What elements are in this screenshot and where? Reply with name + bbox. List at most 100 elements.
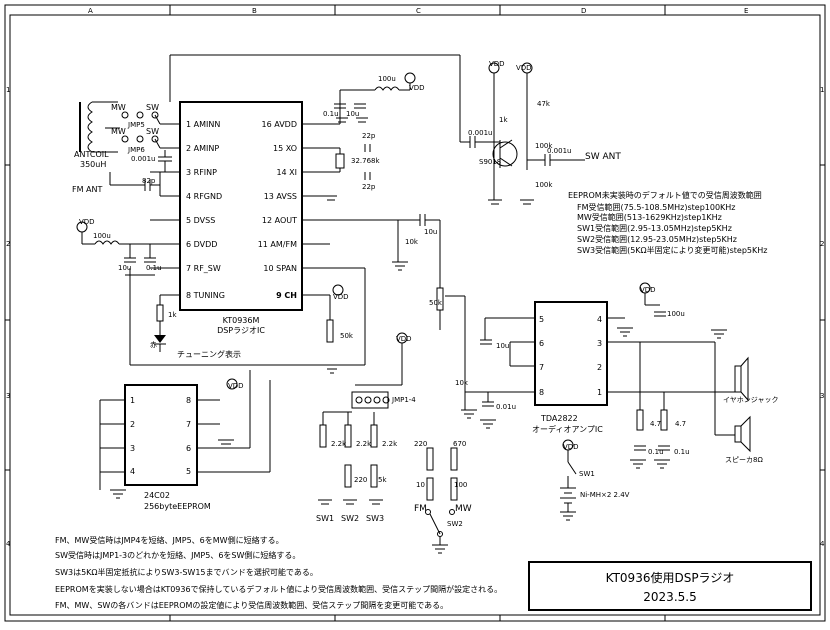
kt-right-wires xyxy=(302,123,420,296)
c-001u-amp: 0.01u xyxy=(496,403,516,411)
amp-pin-6: 6 xyxy=(539,339,544,348)
jmp5-6-contacts xyxy=(121,111,161,149)
jumper-mw-2: MW xyxy=(111,127,126,136)
ic-tda2822 xyxy=(534,301,608,406)
inner-frame xyxy=(9,14,821,616)
freq-note-3: SW1受信範囲(2.95-13.05MHz)step5KHz xyxy=(577,223,732,233)
r-10k-vol: 10k xyxy=(455,379,469,387)
r-100k-a: 100k xyxy=(535,142,553,150)
span-pot xyxy=(326,284,344,343)
earphone-jack-icon xyxy=(734,356,749,402)
frame-column-labels: A B C D E xyxy=(88,7,748,15)
c-01u-o2: 0.1u xyxy=(674,448,690,456)
r-100k-b: 100k xyxy=(535,181,553,189)
ee-pin-2: 2 xyxy=(130,420,135,429)
ic-tda2822-subtitle: オーディオアンプIC xyxy=(532,424,603,434)
c-82p: 82p xyxy=(142,177,156,185)
jmp1-4-header xyxy=(351,332,408,409)
c-01u-dvdd: 0.1u xyxy=(146,264,162,272)
vdd-avdd: VDD xyxy=(409,84,425,92)
col-label-a: A xyxy=(88,7,93,15)
outer-frame xyxy=(4,4,826,622)
switch-sw2-label: SW2 xyxy=(447,520,463,528)
volume-network xyxy=(436,287,540,410)
ee-pin-4: 4 xyxy=(130,467,135,476)
jumper-mw-1: MW xyxy=(111,103,126,112)
tuning-display-label: チューニング表示 xyxy=(177,349,241,359)
kt-pin-12: 12 AOUT xyxy=(262,216,297,225)
jumper-jmp6: JMP6 xyxy=(127,146,145,154)
row-label-2: 2 xyxy=(6,240,10,248)
l-100u-dvdd: 100u xyxy=(93,232,111,240)
ic-tda2822-pins: 5 6 7 8 4 3 2 1 xyxy=(539,315,602,397)
sw-ant-label: SW ANT xyxy=(585,152,621,162)
r-10-fm: 10 xyxy=(416,481,425,489)
kt-pin-11: 11 AM/FM xyxy=(258,240,297,249)
earphone-label: イヤホンジャック xyxy=(723,396,778,404)
kt-pin-15: 15 XO xyxy=(273,144,297,153)
kt-pin-2: 2 AMINP xyxy=(186,144,219,153)
sw1-band-label: SW1 xyxy=(316,514,334,523)
col-label-b: B xyxy=(252,7,257,15)
speaker-icon xyxy=(734,415,751,453)
amp-pin-3: 3 xyxy=(597,339,602,348)
kt-pin-4: 4 RFGND xyxy=(186,192,222,201)
r-220: 220 xyxy=(354,476,367,484)
row-label-1: 1 xyxy=(6,86,10,94)
col-label-e: E xyxy=(744,7,748,15)
jmp1-4-label: JMP1-4 xyxy=(391,396,416,404)
row-label-1-right: 1 xyxy=(820,86,824,94)
amp-pin-1: 1 xyxy=(597,388,602,397)
c-22p-xi: 22p xyxy=(362,183,376,191)
led-red: 赤 xyxy=(150,341,157,349)
kt-pin-9: 9 CH xyxy=(276,291,297,300)
ee-pin-3: 3 xyxy=(130,444,135,453)
c-01u-avdd: 0.1u xyxy=(323,110,339,118)
kt-pin-3: 3 RFINP xyxy=(186,168,217,177)
vdd-span: VDD xyxy=(333,293,349,301)
sw-band-resistors xyxy=(319,411,378,488)
col-label-d: D xyxy=(581,7,586,15)
vdd-battery: VDD xyxy=(563,443,579,451)
ic-24c02-pins: 1 2 3 4 8 7 6 5 xyxy=(130,396,191,476)
l-100u-avdd: 100u xyxy=(378,75,396,83)
kt-pin-5: 5 DVSS xyxy=(186,216,215,225)
ic-kt0936m-name: KT0936M xyxy=(223,316,260,325)
c-10u-aout: 10u xyxy=(424,228,437,236)
r-47k: 47k xyxy=(537,100,551,108)
note-3: EEPROMを実装しない場合はKT0936で保持しているデフォルト値により受信周… xyxy=(55,584,502,594)
r-47-b: 4.7 xyxy=(675,420,686,428)
frame-ticks xyxy=(5,5,825,621)
fm-ant-label: FM ANT xyxy=(72,185,103,194)
note-0: FM、MW受信時はJMP4を短絡、JMP5、6をMW側に短絡する。 xyxy=(55,535,284,545)
freq-note-0: EEPROM未実装時のデフォルト値での受信周波数範囲 xyxy=(568,190,762,200)
note-2: SW3は5KΩ半固定抵抗によりSW3-SW15までバンドを選択可能である。 xyxy=(55,567,318,577)
r-220-fm: 220 xyxy=(414,440,427,448)
jumper-jmp5: JMP5 xyxy=(127,121,145,129)
c-0001u-tr: 0.001u xyxy=(468,129,492,137)
jumper-sw-1: SW xyxy=(146,103,159,112)
r-100-mw: 100 xyxy=(454,481,467,489)
vdd-tr1: VDD xyxy=(489,60,505,68)
row-label-4: 4 xyxy=(6,540,11,548)
r-22k-b: 2.2k xyxy=(356,440,372,448)
title-block xyxy=(528,561,812,611)
mw-select-label: MW xyxy=(455,504,472,514)
ee-pin-8: 8 xyxy=(186,396,191,405)
title-date: 2023.5.5 xyxy=(643,590,696,604)
c-100u-amp: 100u xyxy=(667,310,685,318)
switch-sw1-label: SW1 xyxy=(579,470,595,478)
freq-note-1: FM受信範囲(75.5-108.5MHz)step100KHz xyxy=(577,202,736,212)
ic-kt0936m-right-pins: 16 AVDD 15 XO 14 XI 13 AVSS 12 AOUT 11 A… xyxy=(258,120,297,300)
ee-pin-5: 5 xyxy=(186,467,191,476)
ic-kt0936m-left-pins: 1 AMINN 2 AMINP 3 RFINP 4 RFGND 5 DVSS 6… xyxy=(186,120,225,300)
freq-note-2: MW受信範囲(513-1629KHz)step1KHz xyxy=(577,212,722,222)
c-0001u-out: 0.001u xyxy=(547,147,571,155)
sw2-band-label: SW2 xyxy=(341,514,359,523)
antcoil-label: ANTCOIL xyxy=(74,150,109,159)
kt-pin-6: 6 DVDD xyxy=(186,240,217,249)
c-22p-xo: 22p xyxy=(362,132,376,140)
amp-pin-2: 2 xyxy=(597,363,602,372)
